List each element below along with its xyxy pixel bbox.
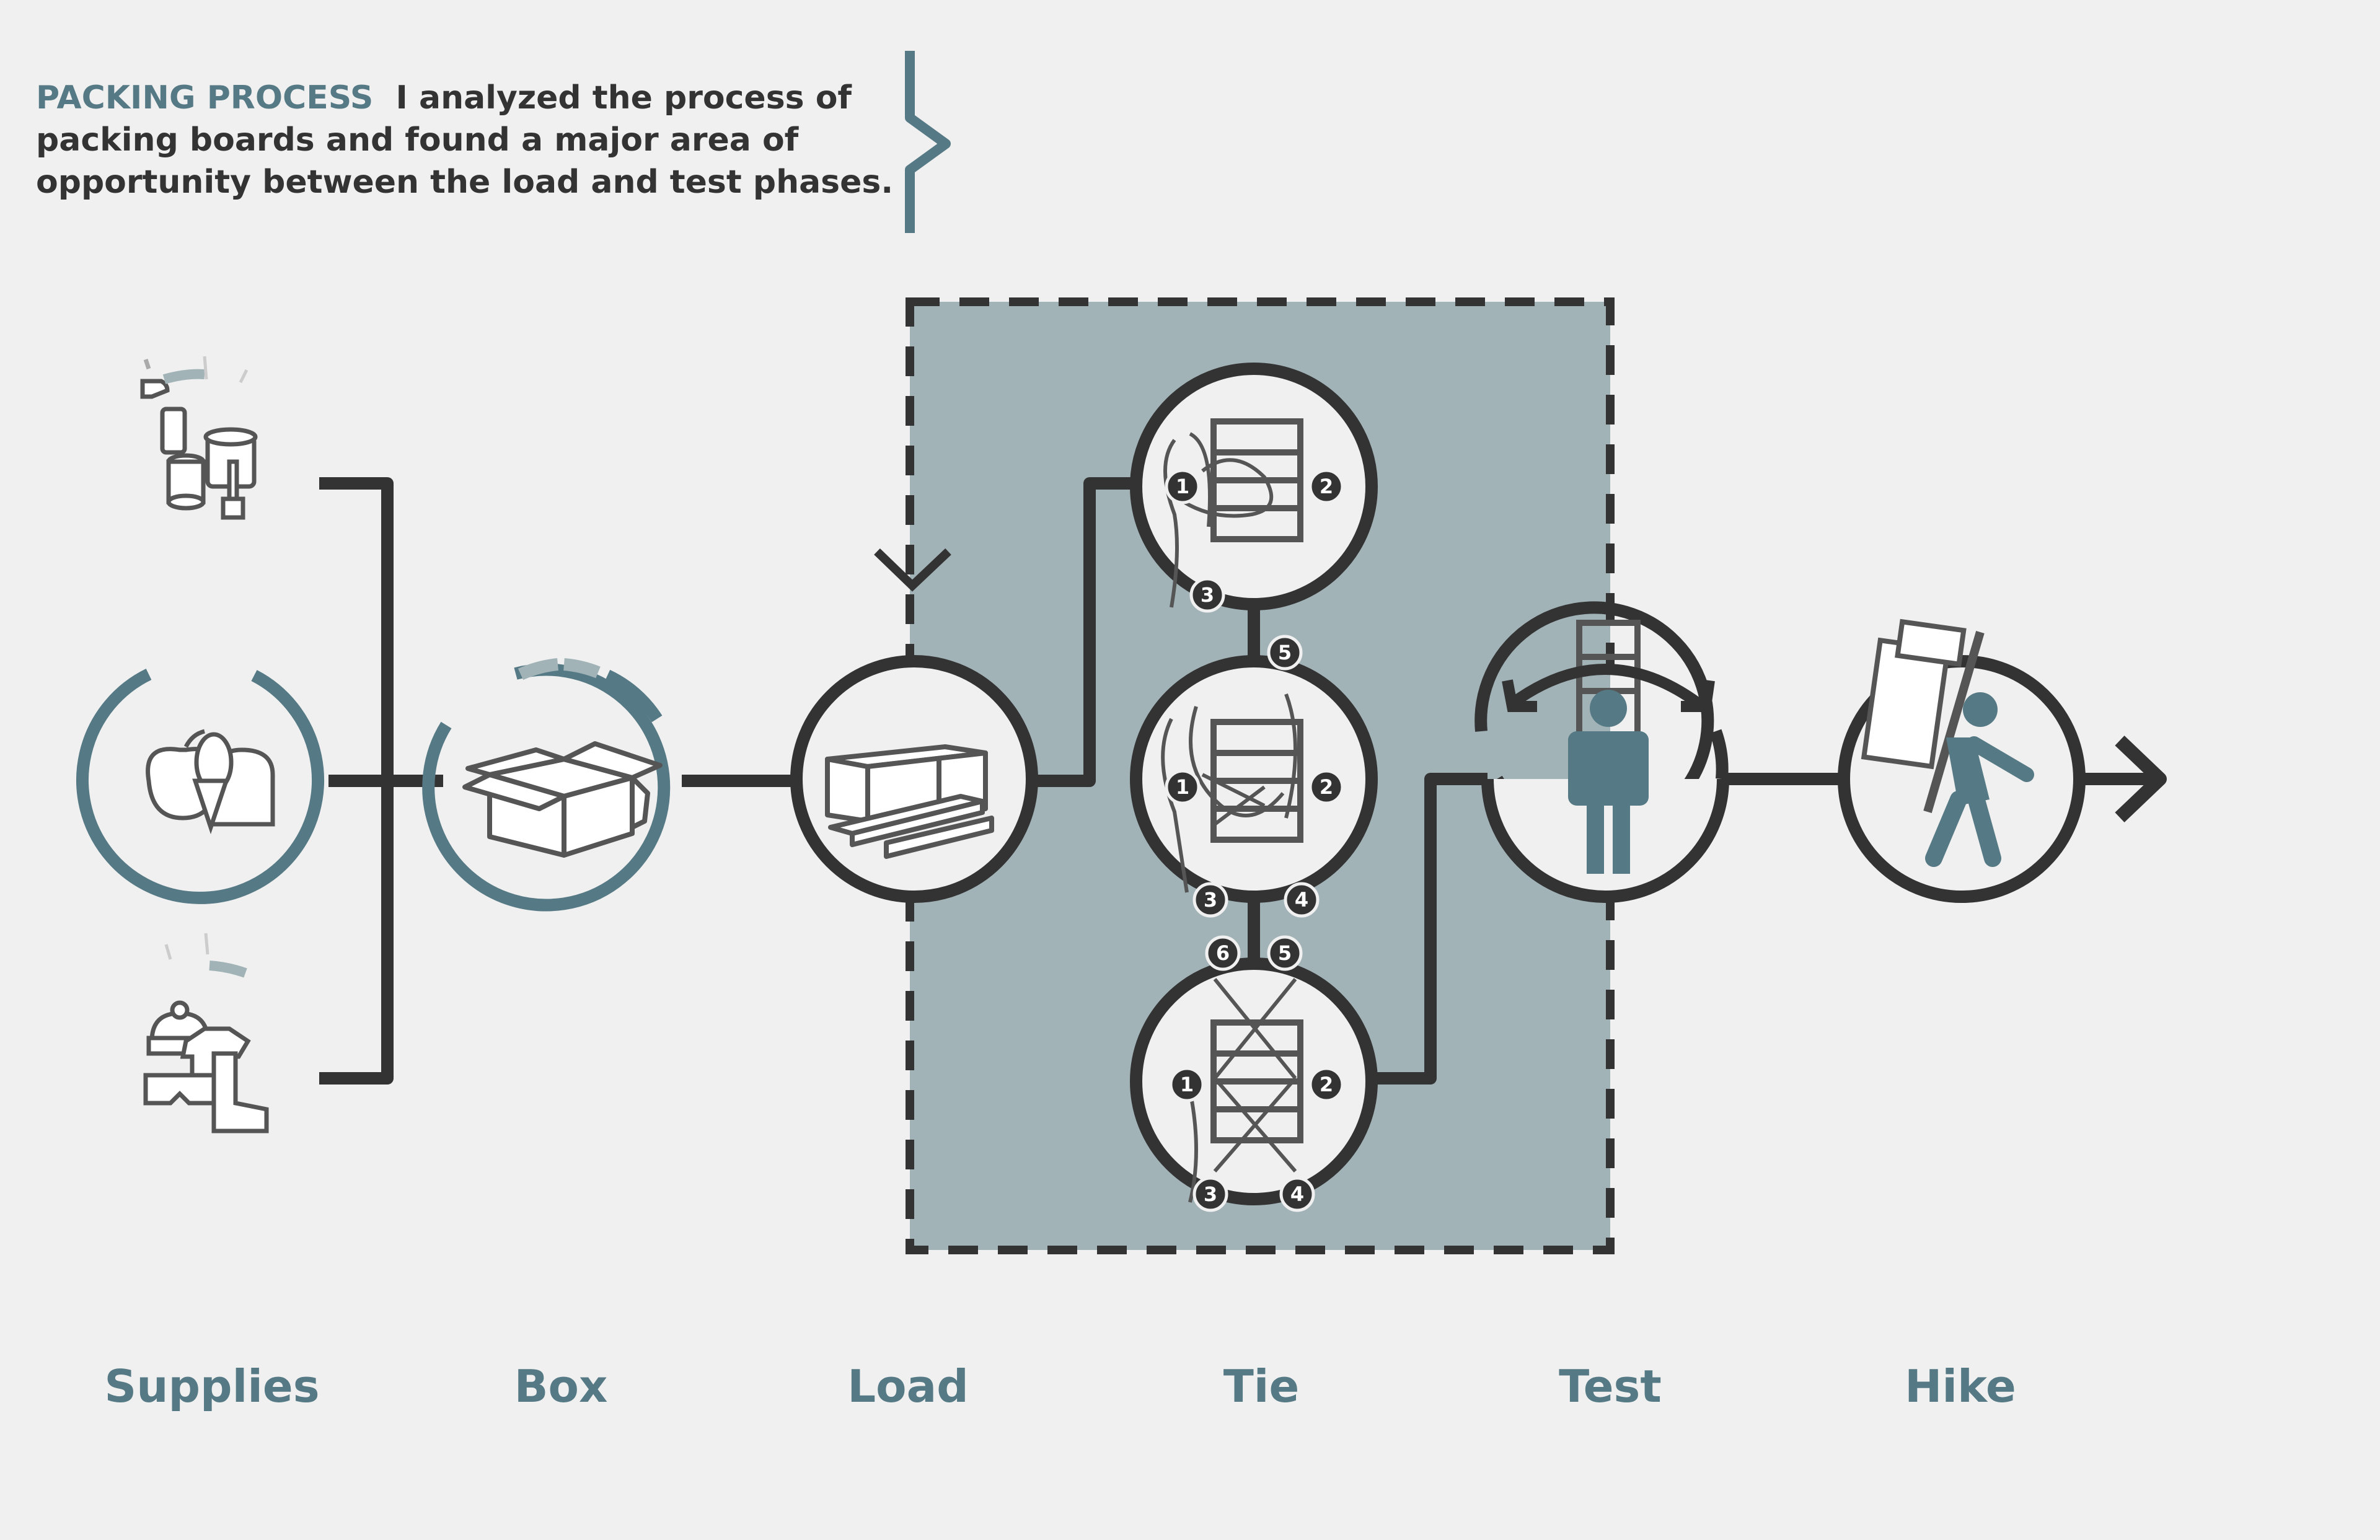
tie-badge: 5 (1278, 941, 1292, 965)
stage-label-box: Box (514, 1360, 608, 1412)
tie-badge: 3 (1204, 888, 1217, 912)
tie-step-2: 5 1 2 3 4 (1130, 636, 1378, 916)
stage-label-load: Load (847, 1360, 969, 1412)
heading-line-2: packing boards and found a major area of (36, 121, 799, 159)
food-ring (76, 669, 324, 904)
tie-badge: 1 (1180, 1073, 1194, 1096)
tie-step-3: 6 5 1 2 3 4 (1130, 937, 1378, 1210)
heading-line-1: I analyzed the process of (395, 79, 852, 117)
tie-badge: 2 (1320, 775, 1333, 799)
tie-badge: 4 (1290, 1182, 1304, 1206)
tie-badge: 3 (1204, 1182, 1217, 1206)
tie-badge: 1 (1176, 475, 1189, 498)
hiker-icon (1861, 618, 2034, 867)
tie-step-1: 1 2 3 (1130, 363, 1378, 611)
stage-label-hike: Hike (1905, 1360, 2016, 1412)
heading-line-3: opportunity between the load and test ph… (36, 164, 894, 201)
person-board-icon (1502, 620, 1715, 874)
food-icon (146, 729, 275, 835)
cleaning-supplies-icon (140, 358, 258, 520)
stage-label-tie: Tie (1223, 1360, 1300, 1412)
tie-badge: 1 (1176, 775, 1189, 799)
heading-keyword: PACKING PROCESS (36, 79, 374, 117)
box-icon (462, 741, 663, 858)
tie-badge: 6 (1216, 941, 1230, 965)
tie-badge: 2 (1320, 1073, 1333, 1096)
box-ring (422, 658, 671, 912)
tie-badge: 3 (1201, 583, 1214, 607)
tie-badge: 2 (1320, 475, 1333, 498)
page-heading: PACKING PROCESS I analyzed the process o… (36, 77, 904, 203)
stage-label-supplies: Supplies (104, 1360, 320, 1412)
stage-label-test: Test (1559, 1360, 1662, 1412)
clothing-icon (143, 1000, 269, 1133)
tie-badge: 5 (1278, 641, 1292, 664)
header-chevron-icon (905, 51, 951, 233)
tie-badge: 4 (1295, 888, 1308, 912)
load-boards-icon (825, 744, 994, 859)
chevron-down-icon (874, 548, 951, 592)
process-flow-lines (319, 477, 2167, 1085)
